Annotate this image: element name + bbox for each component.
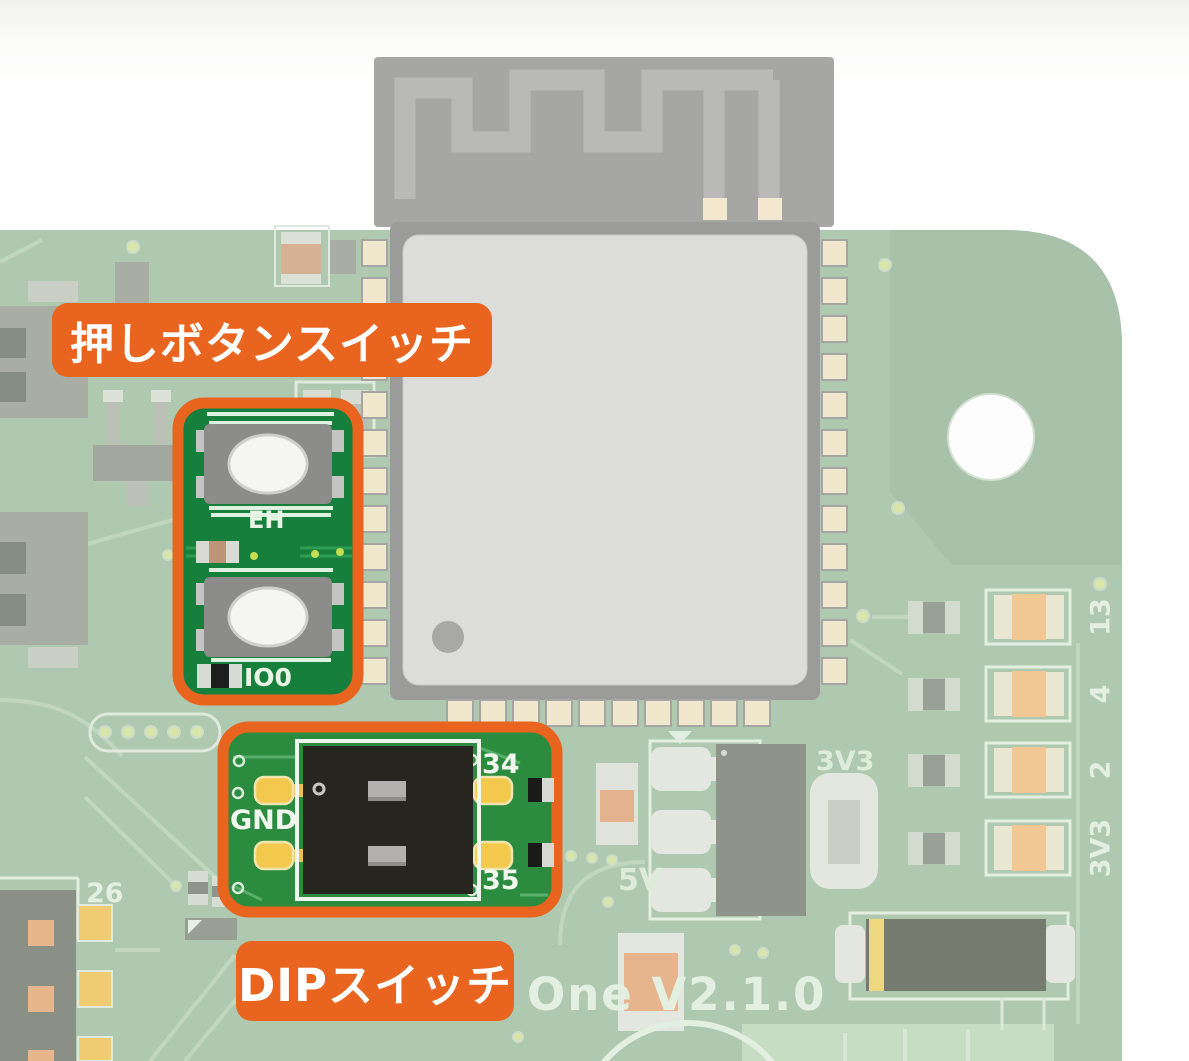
pushbutton-highlight: EH IO0 <box>172 397 364 706</box>
right-led-column: 13 4 2 3V3 <box>908 588 1117 877</box>
dip-switch-highlight: GND 34 35 <box>217 721 563 918</box>
silk-pin-35: 35 <box>482 865 520 896</box>
silk-board-version: One V2.1.0 <box>527 968 826 1021</box>
silk-3v3-regulator: 3V3 <box>816 746 874 777</box>
left-side-switch-2 <box>0 512 88 668</box>
silk-button-en: EH <box>248 506 284 534</box>
led-row-3: 2 <box>908 741 1117 799</box>
module-side-pads <box>361 239 848 685</box>
pushbutton-1 <box>196 424 344 504</box>
strip-ticks <box>843 1029 970 1061</box>
dip-slider-1 <box>368 781 406 801</box>
silk-button-io0: IO0 <box>244 663 292 692</box>
sot23-transistor <box>93 390 181 506</box>
silk-5v: 5V <box>618 863 663 898</box>
bottom-capacitor <box>618 933 684 1031</box>
silk-pin-26: 26 <box>86 878 124 909</box>
silk-pin-3v3: 3V3 <box>1086 819 1117 877</box>
top-edge-part <box>330 240 356 274</box>
small-smd-between-buttons <box>196 541 239 563</box>
cap-near-regulator <box>596 763 638 845</box>
silk-circle <box>600 1020 776 1061</box>
led-row-1: 13 <box>908 588 1117 646</box>
left-small-part <box>115 262 149 306</box>
mounting-hole <box>947 393 1035 481</box>
module-pin1-dot <box>432 621 464 653</box>
module-shield <box>402 234 808 686</box>
pushbutton-silk-lines <box>207 412 334 662</box>
silk-gnd: GND <box>230 805 297 836</box>
dip-switch-body <box>303 746 473 894</box>
silk-pin-2: 2 <box>1086 761 1117 780</box>
diode <box>835 911 1075 1030</box>
led-row-2: 4 <box>908 665 1117 723</box>
top-edge-capacitor <box>274 225 330 287</box>
antenna-meander-trace <box>394 69 773 199</box>
antenna-pad-1 <box>703 198 727 220</box>
dip-edge-smds <box>528 778 554 867</box>
dip-switch-callout-label: DIPスイッチ <box>236 941 514 1021</box>
pushbutton-2 <box>196 577 344 657</box>
pushbutton-callout-label: 押しボタンスイッチ <box>52 303 492 377</box>
test-point-dots <box>250 548 344 560</box>
silk-pin-34: 34 <box>482 749 520 780</box>
voltage-regulator: 3V3 <box>648 731 878 921</box>
dip-pin1-dot <box>312 782 326 796</box>
dip-body-outline <box>295 739 481 901</box>
silk-pin-4: 4 <box>1086 685 1117 704</box>
left-connector: 26 <box>0 876 124 1061</box>
esp32-module <box>361 57 848 727</box>
dip-slider-2 <box>368 846 406 866</box>
module-bottom-pads <box>446 699 771 727</box>
via-row-outline <box>88 712 222 753</box>
led-row-4: 3V3 <box>908 819 1117 877</box>
silk-pin-13: 13 <box>1086 598 1117 636</box>
antenna-pad-2 <box>758 198 782 220</box>
bottom-connector-strip <box>742 1024 1054 1061</box>
black-smd <box>197 664 242 688</box>
